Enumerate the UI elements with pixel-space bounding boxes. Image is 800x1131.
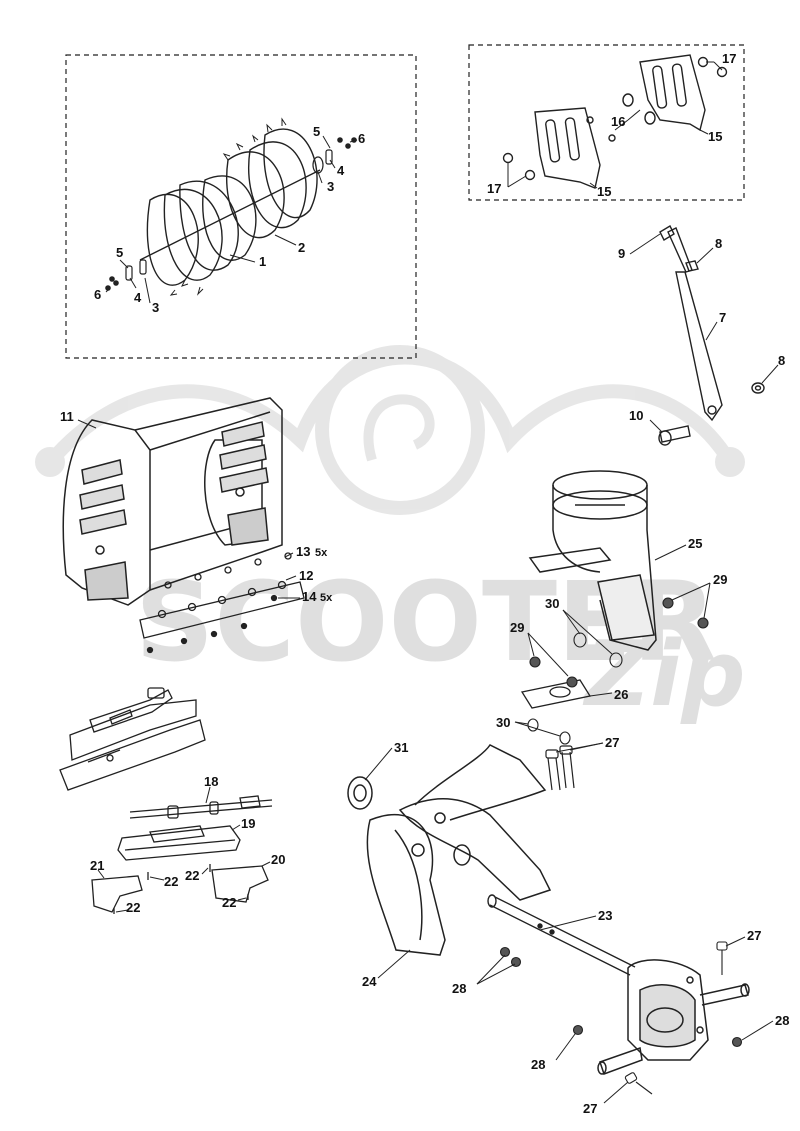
callout-5-right: 5: [313, 124, 320, 139]
callout-17-bottom: 17: [487, 181, 501, 196]
auger-hardware-left: [105, 259, 147, 291]
callout-29-right: 29: [713, 572, 727, 587]
callout-20: 20: [271, 852, 285, 867]
qty-13: 5x: [315, 547, 328, 559]
rod-leader-lines: [629, 233, 779, 433]
skid-shoe-box: [468, 44, 745, 201]
auger-housing: [62, 397, 283, 606]
handle-leader-lines: [97, 786, 271, 913]
svg-text:Zip: Zip: [582, 622, 746, 727]
callout-28-bottom: 28: [531, 1057, 545, 1072]
handle-assembly: [59, 687, 206, 791]
callout-15-right: 15: [708, 129, 722, 144]
callout-29-left: 29: [510, 620, 524, 635]
callout-9: 9: [618, 246, 625, 261]
callout-24: 24: [362, 974, 377, 989]
auger-assembly: [139, 117, 321, 296]
bearing: [347, 776, 373, 810]
callout-8-top: 8: [715, 236, 722, 251]
callout-22-b: 22: [185, 868, 199, 883]
impeller-leader-lines: [364, 742, 604, 979]
callout-26: 26: [614, 687, 628, 702]
callout-21: 21: [90, 858, 104, 873]
callout-2: 2: [298, 240, 305, 255]
callout-19: 19: [241, 816, 255, 831]
gearbox: [597, 959, 750, 1075]
callout-10: 10: [629, 408, 643, 423]
auger-leader-lines: [105, 135, 358, 304]
callout-16: 16: [611, 114, 625, 129]
callout-18: 18: [204, 774, 218, 789]
callout-30-bottom: 30: [496, 715, 510, 730]
side-covers: [91, 864, 269, 914]
callout-11: 11: [60, 409, 74, 424]
callout-8-right: 8: [778, 353, 785, 368]
callout-27-right: 27: [747, 928, 761, 943]
callout-23: 23: [598, 908, 612, 923]
chute-base: [528, 470, 657, 651]
callout-15-left: 15: [597, 184, 611, 199]
callout-13: 13: [296, 544, 310, 559]
callout-28-left: 28: [452, 981, 466, 996]
callout-22-a: 22: [164, 874, 178, 889]
impeller: [366, 744, 552, 956]
callout-27-bottom: 27: [583, 1101, 597, 1116]
callout-7: 7: [719, 310, 726, 325]
impeller-bolts: [545, 745, 575, 791]
main-shaft: [487, 894, 636, 976]
scraper-bar: [139, 552, 305, 654]
callout-27-top: 27: [605, 735, 619, 750]
chute-crank-rod: [658, 225, 765, 446]
drive-shaft: [129, 795, 273, 819]
callout-5-left: 5: [116, 245, 123, 260]
callout-1: 1: [259, 254, 266, 269]
chute-leader-lines: [514, 544, 711, 737]
callout-6-left: 6: [94, 287, 101, 302]
callout-22-d: 22: [222, 895, 236, 910]
callout-25: 25: [688, 536, 702, 551]
callout-28-right: 28: [775, 1013, 789, 1028]
skid-leader-lines: [507, 61, 723, 189]
callout-22-c: 22: [126, 900, 140, 915]
callout-3-right: 3: [327, 179, 334, 194]
callout-12: 12: [299, 568, 313, 583]
callout-17-top: 17: [722, 51, 736, 66]
callout-4-right: 4: [337, 163, 345, 178]
auger-assembly-box: [65, 54, 417, 359]
callout-30-top: 30: [545, 596, 559, 611]
callout-4-left: 4: [134, 290, 142, 305]
callout-14: 14: [302, 589, 317, 604]
gearbox-leader-lines: [476, 915, 774, 1104]
callout-31: 31: [394, 740, 408, 755]
qty-14: 5x: [320, 592, 333, 604]
watermark-logo: [35, 345, 745, 515]
callout-6-right: 6: [358, 131, 365, 146]
callout-3-left: 3: [152, 300, 159, 315]
top-cover: [117, 825, 241, 861]
housing-leader-lines: [77, 419, 300, 599]
chute-hardware: [527, 597, 709, 745]
